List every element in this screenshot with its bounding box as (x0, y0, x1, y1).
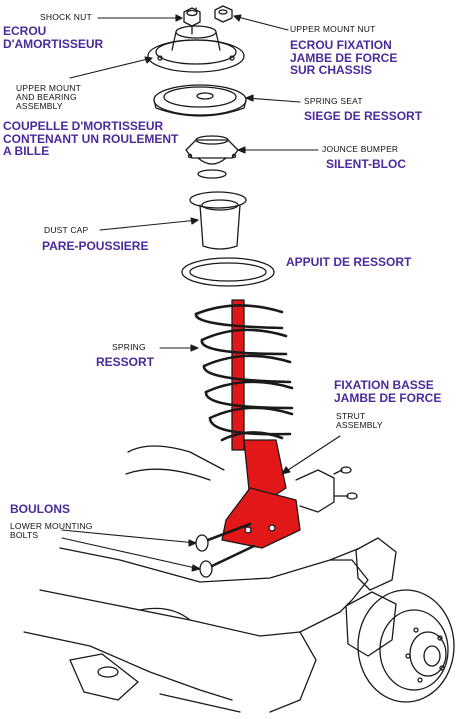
spring-label: SPRING (112, 342, 146, 352)
upper-mount-nut-french-label: ECROU FIXATION JAMBE DE FORCE SUR CHASSI… (290, 38, 398, 78)
jounce-bumper-french-label: SILENT-BLOC (326, 157, 406, 171)
brake-hub-part (345, 537, 455, 703)
dust-cap-french-label: PARE-POUSSIERE (42, 239, 149, 253)
jounce-bumper-label: JOUNCE BUMPER (322, 144, 399, 154)
spring-pad-part (181, 257, 275, 287)
upper-mount-nut-part (214, 5, 233, 23)
shock-nut-part (183, 7, 201, 27)
upper-mount-part (147, 7, 245, 73)
lower-bolts-part (195, 522, 256, 578)
spring-seat-label: SPRING SEAT (304, 96, 363, 106)
shock-nut-label: SHOCK NUT (40, 12, 92, 22)
subframe-part (23, 445, 369, 713)
strut-assembly-label: STRUT ASSEMBLY (336, 411, 383, 430)
spring-french-label: RESSORT (96, 355, 155, 369)
spring-seat-part (153, 84, 247, 117)
lower-bolts-label: LOWER MOUNTING BOLTS (10, 521, 93, 540)
lower-fixation-french-label: FIXATION BASSE JAMBE DE FORCE (334, 378, 442, 405)
bolts-french-label: BOULONS (10, 502, 70, 516)
upper-mount-nut-label: UPPER MOUNT NUT (290, 24, 376, 34)
dust-cap-part (189, 191, 247, 250)
leader-lines (61, 14, 341, 572)
knuckle-bracket-part (295, 466, 358, 513)
jounce-bumper-part (185, 135, 239, 179)
dust-cap-label: DUST CAP (44, 225, 89, 235)
upper-mount-label: UPPER MOUNT AND BEARING ASSEMBLY (16, 83, 82, 111)
spring-seat-french-label: SIEGE DE RESSORT (304, 109, 423, 123)
upper-mount-french-label: COUPELLE D'MORTISSEUR CONTENANT UN ROULE… (3, 119, 179, 159)
shock-nut-french-label: ECROU D'AMORTISSEUR (3, 24, 104, 51)
spring-pad-french-label: APPUIT DE RESSORT (286, 255, 412, 269)
coil-spring-part (194, 304, 294, 442)
strut-body-part (221, 299, 301, 549)
